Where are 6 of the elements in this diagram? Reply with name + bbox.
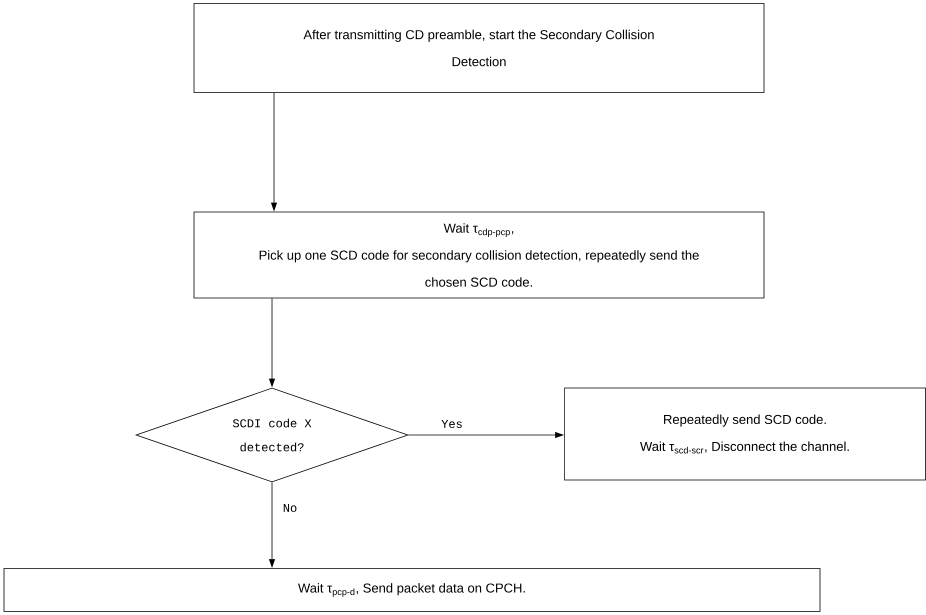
process-box: After transmitting CD preamble, start the Secondary Collision Detection (194, 3, 764, 93)
process-box: Wait τ$_{pcp-d}$, Send packet data on CPCH. (4, 568, 820, 612)
edge-label: No (282, 502, 298, 513)
edge-label: Yes (440, 418, 464, 429)
process-box: Repeatedly send SCD code. Wait τ$_{scd-scr}$, Disconnect the channel. (564, 388, 926, 480)
process-box: Wait τ$_{cdp-pcp}$, Pick up one SCD code for secondary collision detection, repeatedly send the chosen SCD code. (194, 212, 764, 298)
